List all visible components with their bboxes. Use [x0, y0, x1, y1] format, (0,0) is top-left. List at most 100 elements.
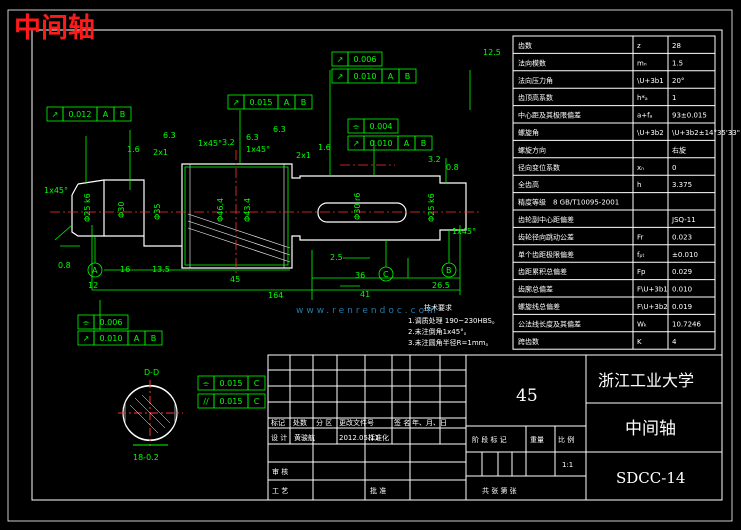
title-block	[267, 354, 723, 501]
shaft-outline	[71, 163, 467, 269]
tb-header-4: 更改文件号	[339, 418, 374, 427]
roughness-label: 3.2	[428, 155, 441, 164]
table-row-name: 中心距及其极限偏差	[518, 111, 581, 120]
tol-frame-cell: ⌯	[83, 318, 90, 327]
gear-teeth-hatch	[187, 164, 291, 268]
tol-frame-cell: ↗	[353, 139, 360, 148]
table-row-value: ±0.010	[672, 251, 698, 259]
table-row-value: 1.5	[672, 59, 683, 67]
tb-process: 工 艺	[272, 487, 288, 495]
dim-label: 26.5	[432, 281, 450, 290]
tb-scale-num: 45	[516, 386, 538, 406]
dim-label: 12	[88, 281, 98, 290]
table-row-symbol: mₙ	[637, 59, 647, 67]
chamfer-label: 2x1	[296, 151, 311, 160]
table-row-value: 4	[672, 338, 677, 346]
table-row-symbol: \U+3b2	[637, 129, 664, 137]
tb-ratio: 1:1	[562, 461, 573, 469]
center-lines	[50, 150, 480, 275]
table-row-name: 齿距累积总偏差	[518, 267, 567, 276]
roughness-label: 0.8	[58, 261, 71, 270]
tb-header-3: 分 区	[316, 418, 332, 427]
table-row-symbol: 8 GB/T10095-2001	[553, 199, 619, 207]
tol-frame-cell: ↗	[337, 55, 344, 64]
diameter-label: Φ30	[117, 202, 126, 218]
tb-design: 设 计	[271, 433, 287, 442]
table-row-name: 公法线长度及其偏差	[518, 319, 581, 328]
tb-header-1: 标记	[271, 418, 285, 427]
chamfer-label: 1x45°	[44, 186, 68, 195]
tol-frame-cell: A	[284, 98, 290, 107]
dim-label: 45	[230, 275, 240, 284]
diameter-label: Φ30 r6	[353, 193, 362, 220]
roughness-label: 6.3	[163, 131, 176, 140]
watermark: www.renrendoc.com	[296, 306, 439, 316]
table-row-symbol: Wₖ	[637, 320, 647, 328]
dim-label: 164	[268, 291, 283, 300]
table-row-name: 螺旋角	[518, 128, 539, 137]
tb-designer: 黄骏航	[294, 433, 315, 442]
tb-part-name: 中间轴	[625, 419, 676, 439]
tol-frame-cell: 0.006	[354, 55, 377, 64]
dim-label: 36	[355, 271, 365, 280]
table-row-value: \U+3b2±14°35'33"	[672, 129, 740, 137]
tol-frame-cell: C	[254, 397, 260, 406]
roughness-label: 0.8	[446, 163, 459, 172]
tol-frame-cell: A	[134, 334, 140, 343]
tol-frame-cell: ↗	[83, 334, 90, 343]
tech-heading: 技术要求	[424, 303, 452, 312]
table-row-value: 28	[672, 42, 681, 50]
table-row-value: 0	[672, 164, 676, 172]
tb-header-5: 签 名	[394, 418, 410, 427]
tol-frame-cell: //	[203, 397, 209, 406]
chamfer-label: 2x1	[153, 148, 168, 157]
tb-standard: 标准化	[368, 433, 389, 442]
datum-c: C	[383, 270, 389, 279]
tb-header-6: 年、月、日	[412, 418, 447, 427]
tol-frame-cell: 0.010	[370, 139, 393, 148]
tol-frame-cell: B	[120, 110, 126, 119]
tol-frame-cell: 0.004	[370, 122, 393, 131]
tol-frame-cell: B	[151, 334, 157, 343]
table-row-name: 法向模数	[518, 58, 546, 67]
table-row-symbol: xₙ	[637, 164, 644, 172]
diameter-label: Φ35	[153, 204, 162, 220]
table-row-symbol: z	[637, 42, 641, 50]
table-row-value: 0.010	[672, 286, 692, 294]
table-row-symbol: Fr	[637, 233, 644, 241]
dim-label: 16	[120, 265, 130, 274]
datum-b: B	[446, 266, 452, 275]
roughness-label: 6.3	[273, 125, 286, 134]
tol-frame-cell: 0.012	[69, 110, 92, 119]
datum-a: A	[92, 266, 98, 275]
table-row-symbol: a+fₐ	[637, 112, 653, 120]
tol-frame-cell: 0.010	[100, 334, 123, 343]
diameter-label: Φ25 k6	[83, 193, 92, 222]
green-annotations	[54, 70, 471, 330]
table-row-symbol: F\U+3b1	[637, 286, 668, 294]
table-row-name: 单个齿距极限偏差	[518, 250, 574, 259]
table-row-name: 精度等级	[518, 198, 546, 207]
table-row-name: 齿轮副中心距偏差	[518, 215, 574, 224]
table-row-symbol: \U+3b1	[637, 77, 664, 85]
table-row-name: 齿轮径向跳动公差	[518, 232, 574, 241]
tol-frame-cell: B	[301, 98, 307, 107]
table-row-value: 0.019	[672, 303, 692, 311]
tol-frame-cell: A	[103, 110, 109, 119]
tol-frame-cell: B	[421, 139, 427, 148]
tol-frame-cell: ⌯	[353, 122, 360, 131]
table-row-value: 10.7246	[672, 320, 701, 328]
table-row-value: 3.375	[672, 181, 692, 189]
section-dim: 18-0.2	[133, 453, 159, 462]
tech-item-3: 3.未注圆角半径R=1mm。	[408, 338, 493, 347]
tol-frame-cell: 0.006	[100, 318, 123, 327]
dim-label: 13.5	[152, 265, 170, 274]
dim-label: 41	[360, 290, 370, 299]
tb-sheets: 共 张 第 张	[482, 486, 517, 495]
table-row-name: 径向变位系数	[518, 163, 560, 172]
chamfer-label: 1x45°	[198, 139, 222, 148]
table-row-symbol: h	[637, 181, 641, 189]
